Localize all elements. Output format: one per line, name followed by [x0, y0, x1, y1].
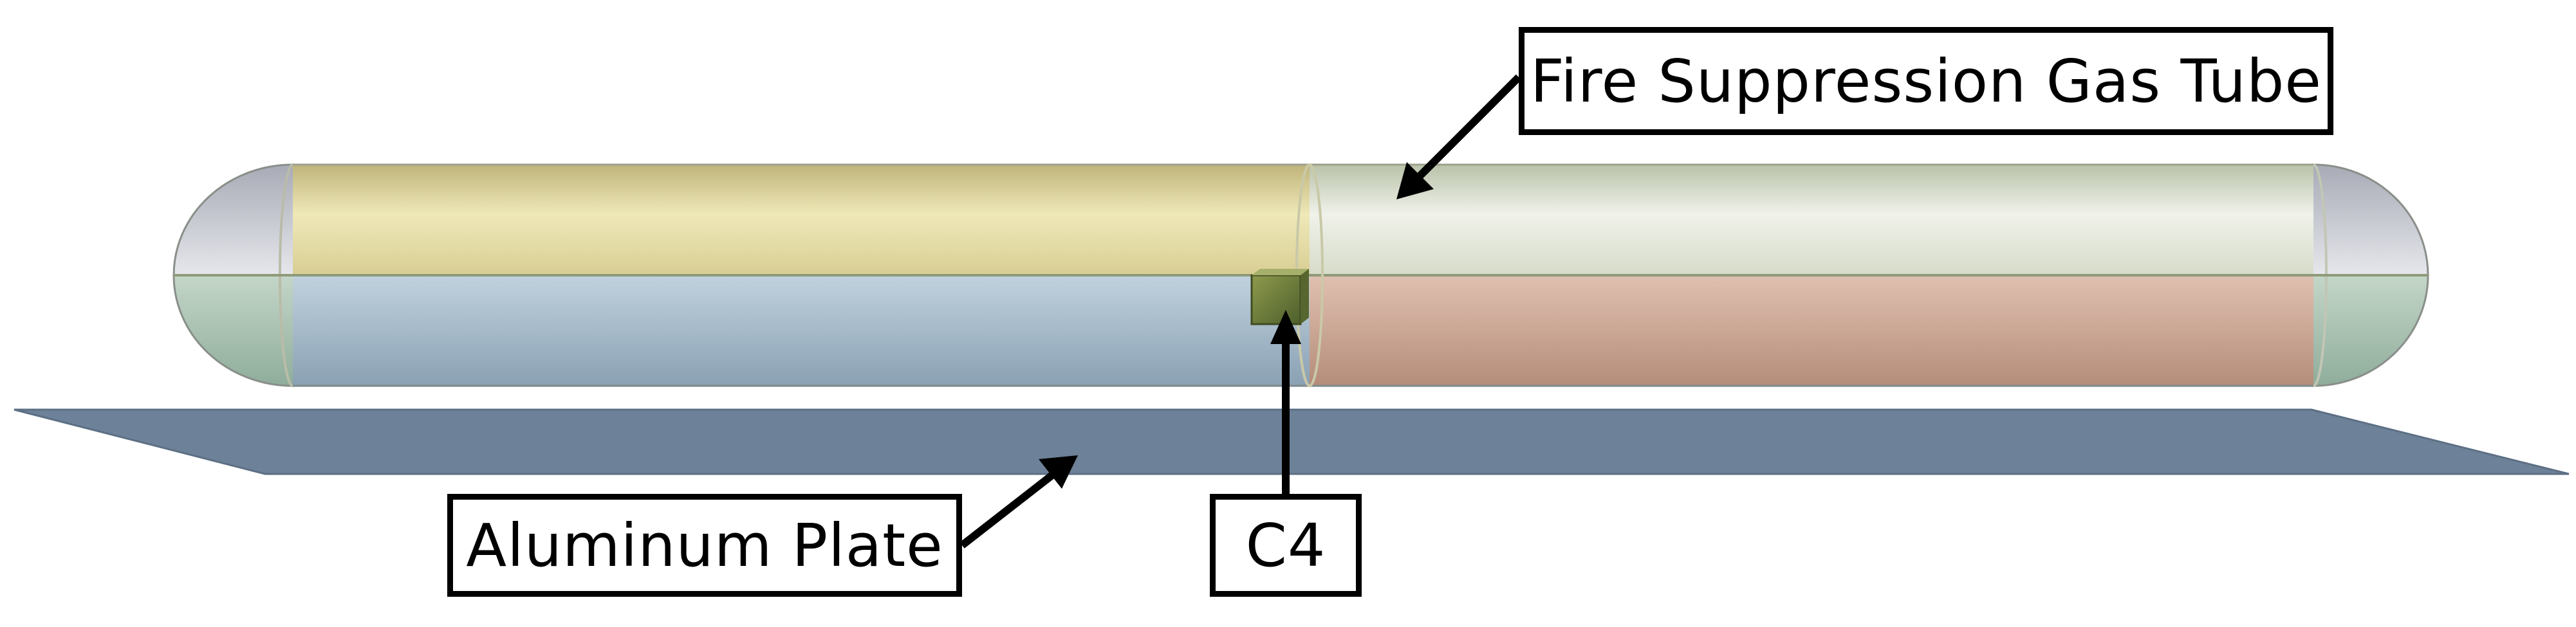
label-tube-text: Fire Suppression Gas Tube: [1530, 46, 2322, 116]
label-plate-text: Aluminum Plate: [466, 511, 943, 580]
label-c4: C4: [1210, 494, 1362, 597]
arrow-tube: [1396, 74, 1522, 199]
tube-left-cap: [172, 163, 307, 387]
aluminum-plate: [14, 408, 2570, 475]
label-fire-suppression-gas-tube: Fire Suppression Gas Tube: [1519, 27, 2333, 135]
tube-left-half: [293, 165, 1310, 386]
arrow-plate: [959, 455, 1078, 549]
tube-right-half: [1310, 165, 2313, 386]
c4-block: [1250, 269, 1309, 325]
label-c4-text: C4: [1245, 511, 1326, 580]
arrow-c4: [1270, 310, 1301, 494]
label-aluminum-plate: Aluminum Plate: [447, 494, 962, 597]
